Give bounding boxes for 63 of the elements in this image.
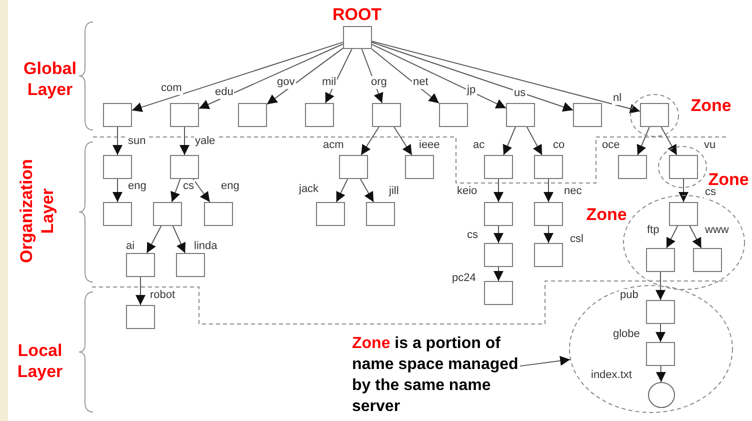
- arrow: [372, 44, 506, 109]
- layer-label: Local Layer: [16, 340, 64, 383]
- arrow: [336, 178, 348, 202]
- edge-label: gov: [276, 76, 296, 89]
- edge-label: net: [412, 76, 430, 89]
- edge-label: nl: [612, 92, 623, 105]
- arrow: [689, 226, 702, 248]
- arrow: [678, 178, 688, 202]
- edge-label: yale: [194, 135, 216, 148]
- arrow: [494, 266, 504, 282]
- edge-label: globe: [612, 328, 641, 341]
- zone-label: Zone: [708, 169, 749, 189]
- arrow: [371, 48, 440, 104]
- zone-note: Zone is a portion of name space managed by the same name server: [352, 334, 520, 417]
- arrow: [112, 126, 122, 156]
- zone-label: Zone: [690, 95, 732, 116]
- zone-label: Zone: [586, 204, 627, 225]
- arrow: [544, 226, 554, 244]
- arrow: [112, 178, 122, 202]
- edge-label: mil: [321, 76, 338, 89]
- arrow: [198, 44, 344, 109]
- arrow: [360, 178, 374, 202]
- arrow: [526, 126, 543, 156]
- edge-label: jp: [466, 84, 477, 97]
- arrow: [192, 178, 210, 202]
- arrow: [666, 226, 678, 248]
- arrow: [656, 272, 666, 300]
- edge-label: eng: [127, 180, 148, 193]
- edge-label: ftp: [646, 224, 660, 237]
- arrow: [502, 126, 516, 156]
- arrow: [494, 178, 504, 202]
- arrow: [172, 226, 186, 254]
- edge-label: com: [160, 82, 183, 95]
- edge-label: jack: [298, 183, 320, 196]
- layer-label: Organization Layer: [16, 158, 58, 265]
- arrow: [372, 42, 574, 112]
- arrow: [656, 366, 666, 382]
- edge-label: pc24: [451, 272, 477, 285]
- edge-label: cs: [704, 186, 717, 199]
- arrow: [170, 178, 181, 202]
- arrow: [372, 40, 640, 114]
- arrow: [361, 48, 384, 104]
- arrow: [136, 276, 146, 306]
- edge-label: pub: [619, 289, 640, 302]
- edge-label: edu: [214, 86, 234, 99]
- arrow: [324, 48, 352, 104]
- edge-label: eng: [220, 180, 240, 193]
- arrow: [266, 48, 344, 105]
- edge-label: jill: [388, 185, 400, 198]
- arrow: [494, 226, 504, 244]
- arrow: [656, 324, 666, 342]
- edge-label: org: [370, 76, 388, 89]
- arrow: [360, 126, 380, 156]
- arrow: [180, 126, 190, 156]
- arrow: [660, 126, 678, 156]
- arrow: [132, 42, 344, 112]
- arrow: [544, 178, 554, 202]
- layer-label: Global Layer: [22, 58, 78, 101]
- arrow: [146, 226, 162, 254]
- arrow: [394, 126, 412, 156]
- root-label: ROOT: [332, 4, 382, 25]
- arrow: [636, 126, 650, 156]
- arrow: [520, 356, 571, 367]
